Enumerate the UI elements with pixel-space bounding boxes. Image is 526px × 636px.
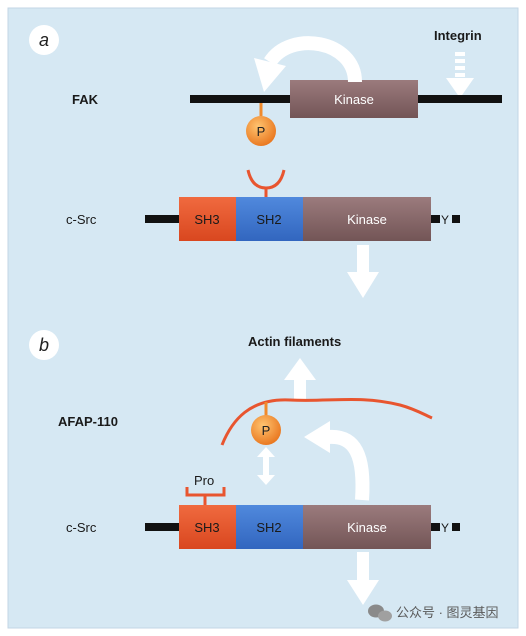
pro-label: Pro [194,473,214,488]
src-a-backbone-left [145,215,179,223]
afap-protein-line [220,397,433,446]
panel-a-letter-circle [29,25,59,55]
src-a-tyr-label: Y [441,213,449,227]
fak-kinase-label: Kinase [334,92,374,107]
panel-b-letter-circle [29,330,59,360]
fak-phospho-label: P [257,124,266,139]
activation-curved-arrow [304,421,370,501]
src-b-tyr-label: Y [441,521,449,535]
integrin-arrow [446,52,474,98]
src-b-output-arrow [347,552,379,605]
src-a-tail [452,215,460,223]
afap-phospho-label: P [262,423,271,438]
src-b-backbone-right [431,523,440,531]
src-a-output-arrow [347,245,379,298]
src-a-sh3-domain [179,197,236,241]
integrin-label: Integrin [434,28,482,43]
panel-b-letter: b [39,335,49,355]
src-a-sh2-label: SH2 [256,212,281,227]
src-b-tail [452,523,460,531]
watermark-text: 公众号 · 图灵基因 [396,605,499,620]
src-b-label: c-Src [66,520,97,535]
src-b-kinase-label: Kinase [347,520,387,535]
fak-phospho-circle [246,116,276,146]
binding-double-arrow [257,447,275,485]
afap-label: AFAP-110 [58,414,118,429]
afap-phospho-circle [251,415,281,445]
panel-a-letter: a [39,30,49,50]
src-a-backbone-right [431,215,440,223]
actin-up-arrow [284,358,316,401]
src-b-sh2-label: SH2 [256,520,281,535]
wechat-icon [368,604,392,622]
fak-kinase-domain [290,80,418,118]
src-b-kinase-domain [303,505,431,549]
src-a-kinase-domain [303,197,431,241]
src-a-kinase-label: Kinase [347,212,387,227]
src-a-label: c-Src [66,212,97,227]
src-b-sh3-label: SH3 [194,520,219,535]
src-a-sh2-domain [236,197,303,241]
src-b-sh3-domain [179,505,236,549]
autophosphorylation-arrow [254,36,362,92]
watermark: 公众号 · 图灵基因 [368,604,499,622]
src-a-sh3-label: SH3 [194,212,219,227]
src-b-sh2-domain [236,505,303,549]
src-b-backbone-left [145,523,179,531]
fak-label: FAK [72,92,99,107]
actin-label: Actin filaments [248,334,341,349]
